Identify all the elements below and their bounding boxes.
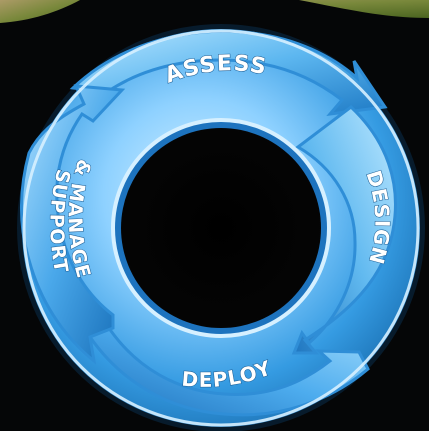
center-hole (121, 128, 321, 328)
top-background-decoration (0, 0, 429, 18)
segment-design (291, 105, 397, 355)
segment-deploy (86, 314, 370, 417)
outer-ring-highlight (22, 29, 420, 427)
segment-manage-support (19, 84, 126, 365)
top-left-grass-decoration (0, 0, 80, 23)
